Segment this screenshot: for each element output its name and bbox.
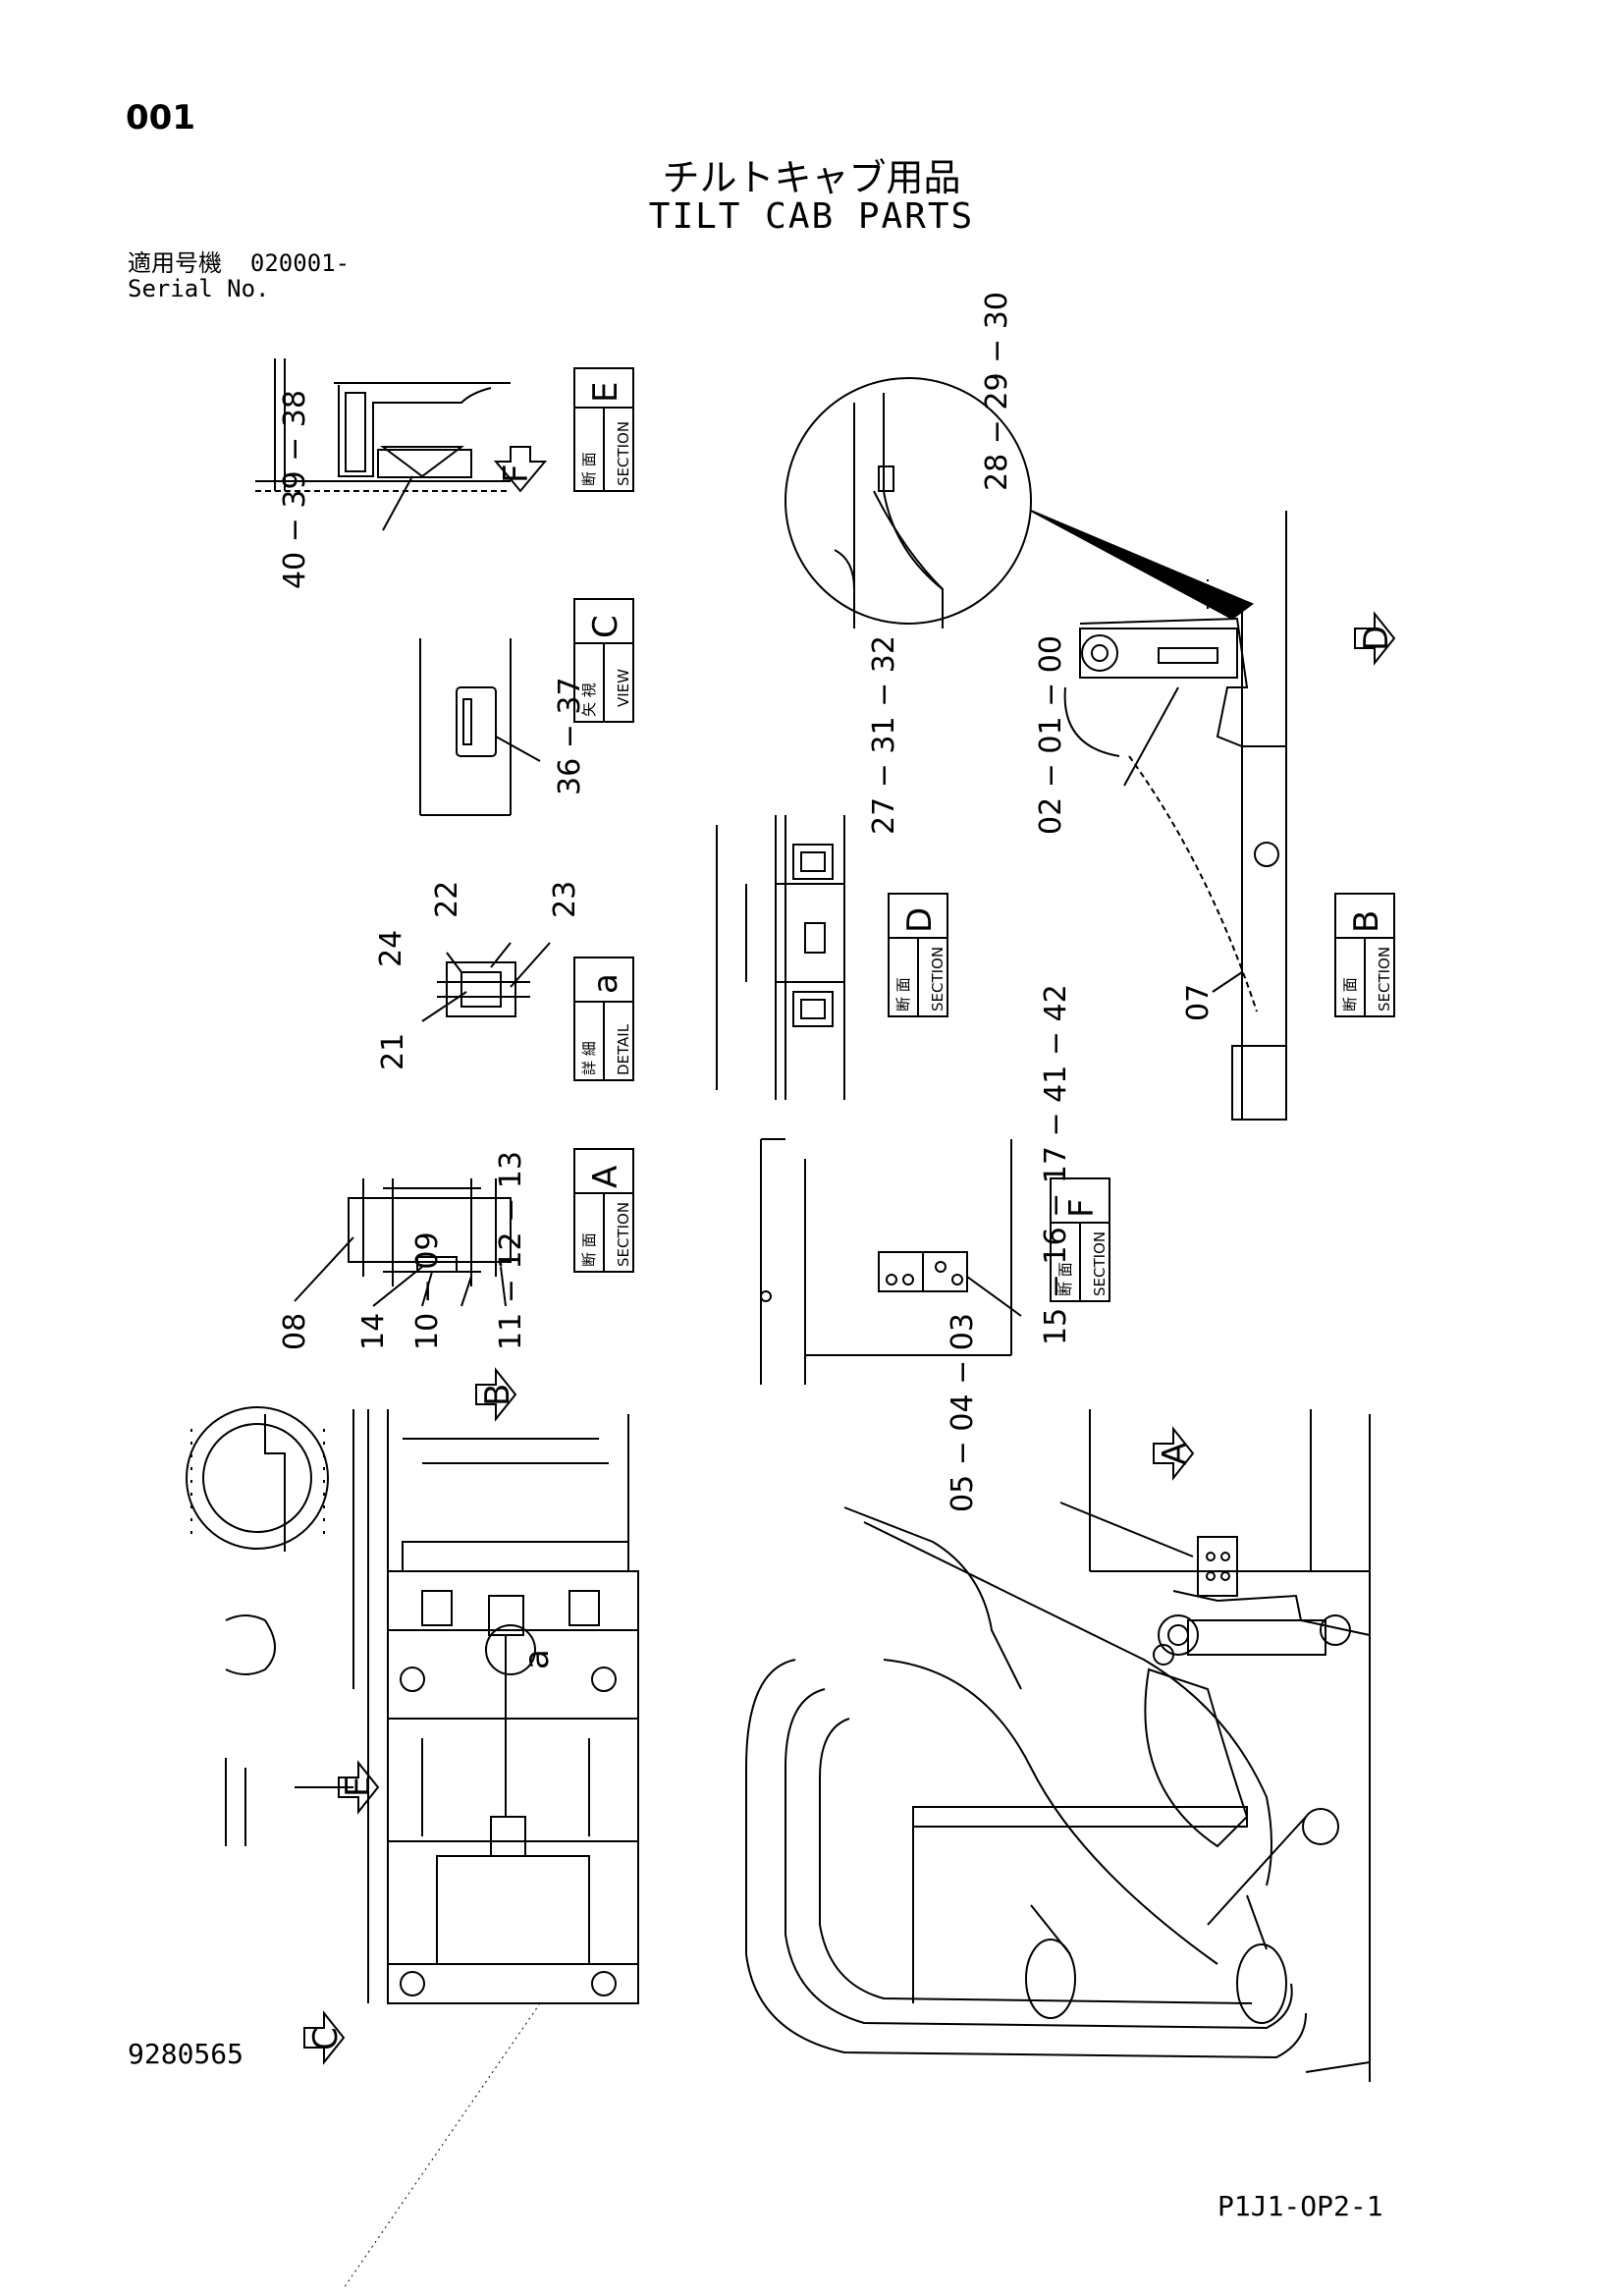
label-section-f: 断 面 SECTION F bbox=[1050, 1177, 1110, 1302]
arrow-b-icon bbox=[475, 1367, 517, 1422]
section-a-drawing bbox=[294, 1178, 512, 1307]
serial-block: 適用号機 020001- Serial No. bbox=[128, 250, 350, 301]
callout-21: 21 bbox=[376, 1033, 410, 1070]
title-english: TILT CAB PARTS bbox=[648, 196, 975, 237]
label-e-letter: E bbox=[586, 382, 625, 403]
arrow-d-icon bbox=[1354, 611, 1396, 666]
label-a-en: DETAIL bbox=[615, 1023, 632, 1075]
arrow-a-icon bbox=[1153, 1426, 1195, 1481]
label-section-b: 断 面 SECTION B bbox=[1334, 893, 1395, 1017]
callout-14: 14 bbox=[356, 1313, 391, 1350]
label-section-a-jp: 断 面 bbox=[580, 1232, 598, 1267]
label-d-en: SECTION bbox=[929, 947, 947, 1011]
label-c-en: VIEW bbox=[615, 669, 632, 707]
label-view-c: 矢 視 VIEW C bbox=[573, 598, 634, 723]
label-c-letter: C bbox=[586, 615, 625, 638]
label-b-en: SECTION bbox=[1376, 947, 1393, 1011]
catalog-number: 9280565 bbox=[128, 2038, 244, 2070]
callout-08: 08 bbox=[278, 1313, 312, 1350]
callout-24: 24 bbox=[374, 930, 408, 967]
callout-05-04-03: 05 − 04 − 03 bbox=[946, 1313, 980, 1512]
arrow-c-icon bbox=[303, 2010, 346, 2065]
label-a-jp: 詳 細 bbox=[580, 1041, 598, 1075]
page-number: 001 bbox=[126, 98, 195, 137]
label-section-e: 断 面 SECTION E bbox=[573, 367, 634, 492]
callout-02-01-00: 02 − 01 − 00 bbox=[1034, 635, 1068, 835]
label-f-jp: 断 面 bbox=[1056, 1262, 1074, 1296]
section-e-drawing bbox=[255, 358, 511, 531]
label-section-a-en: SECTION bbox=[615, 1202, 632, 1267]
serial-label-jp: 適用号機 bbox=[128, 249, 222, 277]
label-e-jp: 断 面 bbox=[580, 452, 598, 486]
label-section-d: 断 面 SECTION D bbox=[888, 893, 948, 1017]
detail-a-marker: a bbox=[517, 1649, 557, 1669]
arrow-c-letter: C bbox=[306, 2027, 346, 2050]
label-d-letter: D bbox=[900, 907, 940, 933]
callout-15-42: 15 − 16 − 17 − 41 − 42 bbox=[1039, 984, 1073, 1345]
title-japanese: チルトキャブ用品 bbox=[662, 156, 961, 199]
arrow-e-icon bbox=[338, 1760, 380, 1815]
label-section-a-letter: A bbox=[586, 1166, 625, 1188]
serial-label-en: Serial No. bbox=[128, 275, 270, 302]
callout-23: 23 bbox=[548, 881, 582, 918]
detail-circle-drawing bbox=[784, 377, 1254, 629]
callout-10-09: 10 − 09 bbox=[410, 1231, 445, 1350]
serial-value: 020001- bbox=[249, 249, 351, 277]
label-f-en: SECTION bbox=[1091, 1231, 1109, 1296]
label-e-en: SECTION bbox=[615, 421, 632, 486]
callout-36-37: 36 − 37 bbox=[553, 677, 587, 795]
callout-40-39-38: 40 − 39 − 38 bbox=[278, 390, 312, 589]
tilt-cab-drawing bbox=[745, 1409, 1371, 2082]
callout-27-31-32: 27 − 31 − 32 bbox=[867, 635, 901, 835]
section-b-drawing bbox=[1063, 511, 1287, 1121]
main-frame-drawing bbox=[186, 1406, 639, 2289]
callout-07: 07 bbox=[1181, 984, 1216, 1021]
arrow-b-letter: B bbox=[478, 1384, 517, 1406]
label-detail-a: 詳 細 DETAIL a bbox=[573, 957, 634, 1081]
arrow-f-icon bbox=[493, 446, 548, 493]
callout-28-29-30: 28 − 29 − 30 bbox=[980, 292, 1014, 491]
detail-a-drawing bbox=[421, 942, 551, 1022]
page-code: P1J1-OP2-1 bbox=[1217, 2190, 1383, 2222]
label-section-a: 断 面 SECTION A bbox=[573, 1148, 634, 1273]
arrow-e-letter: E bbox=[339, 1777, 378, 1797]
label-b-jp: 断 面 bbox=[1341, 977, 1359, 1011]
arrow-f-letter: F bbox=[497, 464, 536, 483]
view-c-drawing bbox=[419, 638, 541, 816]
label-f-letter: F bbox=[1062, 1198, 1102, 1218]
arrow-d-letter: D bbox=[1357, 626, 1396, 651]
arrow-a-letter: A bbox=[1156, 1443, 1195, 1465]
label-c-jp: 矢 視 bbox=[580, 683, 598, 717]
callout-11-12-13: 11 − 12 − 13 bbox=[494, 1151, 528, 1350]
callout-22: 22 bbox=[430, 881, 464, 918]
section-d-drawing bbox=[716, 815, 845, 1100]
label-a-letter: a bbox=[586, 973, 625, 994]
label-d-jp: 断 面 bbox=[894, 977, 912, 1011]
section-f-drawing bbox=[760, 1138, 1022, 1385]
label-b-letter: B bbox=[1347, 910, 1386, 933]
